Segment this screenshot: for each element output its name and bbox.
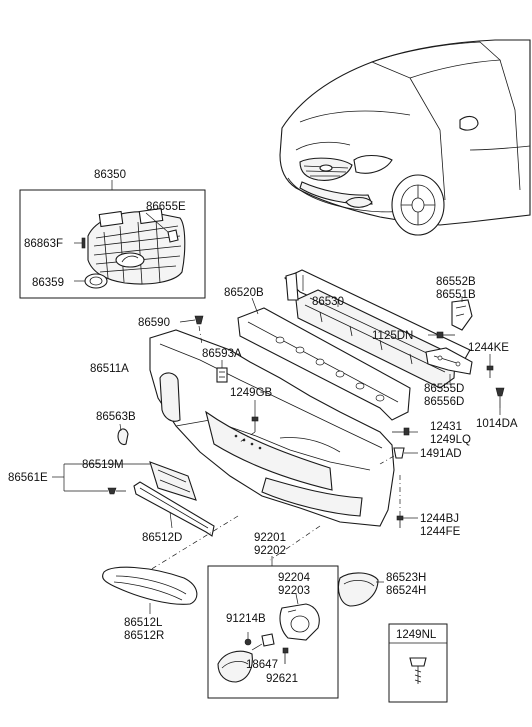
label-86556D: 86556D [424, 396, 464, 408]
fog-bezel [101, 566, 198, 614]
label-86551B: 86551B [436, 289, 476, 301]
label-1244BJ: 1244BJ [420, 513, 459, 525]
clip-86590 [179, 315, 204, 346]
label-1244FE: 1244FE [420, 526, 461, 538]
bolt-1125DN [428, 331, 455, 339]
bracket-86555D [425, 347, 473, 385]
grille-assembly-box [19, 180, 206, 299]
label-91214B: 91214B [226, 613, 266, 625]
label-1249LQ: 1249LQ [430, 434, 471, 446]
label-86512D: 86512D [142, 532, 182, 544]
label-86350: 86350 [94, 169, 126, 181]
label-18647: 18647 [246, 659, 278, 671]
label-86561E: 86561E [8, 472, 48, 484]
label-1125DN: 1125DN [372, 330, 413, 342]
label-86519M: 86519M [82, 459, 124, 471]
label-1014DA: 1014DA [476, 418, 518, 430]
screw-1249GB [239, 400, 259, 443]
label-86593A: 86593A [202, 348, 242, 360]
guide-line-center [269, 525, 321, 561]
lower-reinforcement [133, 481, 215, 537]
fog-lamp-box [207, 556, 339, 699]
label-92204: 92204 [278, 572, 311, 584]
clip-86561E [107, 487, 126, 495]
energy-absorber [237, 297, 411, 421]
screw-1244BJ [396, 475, 418, 528]
callout-labels: 86350 86655E 86863F 86359 86552B 86551B … [8, 169, 518, 685]
label-86563B: 86563B [96, 411, 136, 423]
label-86590: 86590 [138, 317, 170, 329]
label-1249GB: 1249GB [230, 387, 273, 399]
cap-86563B [117, 423, 129, 446]
label-86863F: 86863F [24, 238, 63, 250]
label-92621: 92621 [266, 673, 298, 685]
part-1249NL-box [388, 623, 448, 703]
bolt-1014DA [495, 387, 505, 415]
guide-line-left [149, 515, 239, 571]
label-86555D: 86555D [424, 383, 464, 395]
car-illustration [279, 39, 531, 236]
label-86530: 86530 [312, 296, 344, 308]
screw-12431 [392, 427, 418, 436]
fog-cover [337, 572, 384, 607]
label-1249NL: 1249NL [396, 629, 437, 641]
bumper-cover [149, 329, 395, 527]
bracket-86552B [451, 296, 473, 331]
label-86512R: 86512R [124, 630, 164, 642]
license-bracket [149, 461, 197, 501]
bumper-beam [284, 269, 471, 389]
label-1491AD: 1491AD [420, 448, 462, 460]
label-86523H: 86523H [386, 572, 426, 584]
part-86593A [216, 360, 228, 383]
label-12431: 12431 [430, 421, 462, 433]
label-86655E: 86655E [146, 201, 186, 213]
label-86359: 86359 [32, 277, 64, 289]
label-92201: 92201 [254, 532, 286, 544]
label-86524H: 86524H [386, 585, 426, 597]
label-1244KE: 1244KE [468, 342, 509, 354]
label-86511A: 86511A [90, 363, 129, 375]
label-86520B: 86520B [224, 287, 264, 299]
screw-1244KE [486, 354, 494, 378]
label-92202: 92202 [254, 545, 286, 557]
clip-1491AD [379, 447, 418, 465]
label-92203: 92203 [278, 585, 310, 597]
label-86552B: 86552B [436, 276, 476, 288]
label-86512L: 86512L [124, 617, 163, 629]
